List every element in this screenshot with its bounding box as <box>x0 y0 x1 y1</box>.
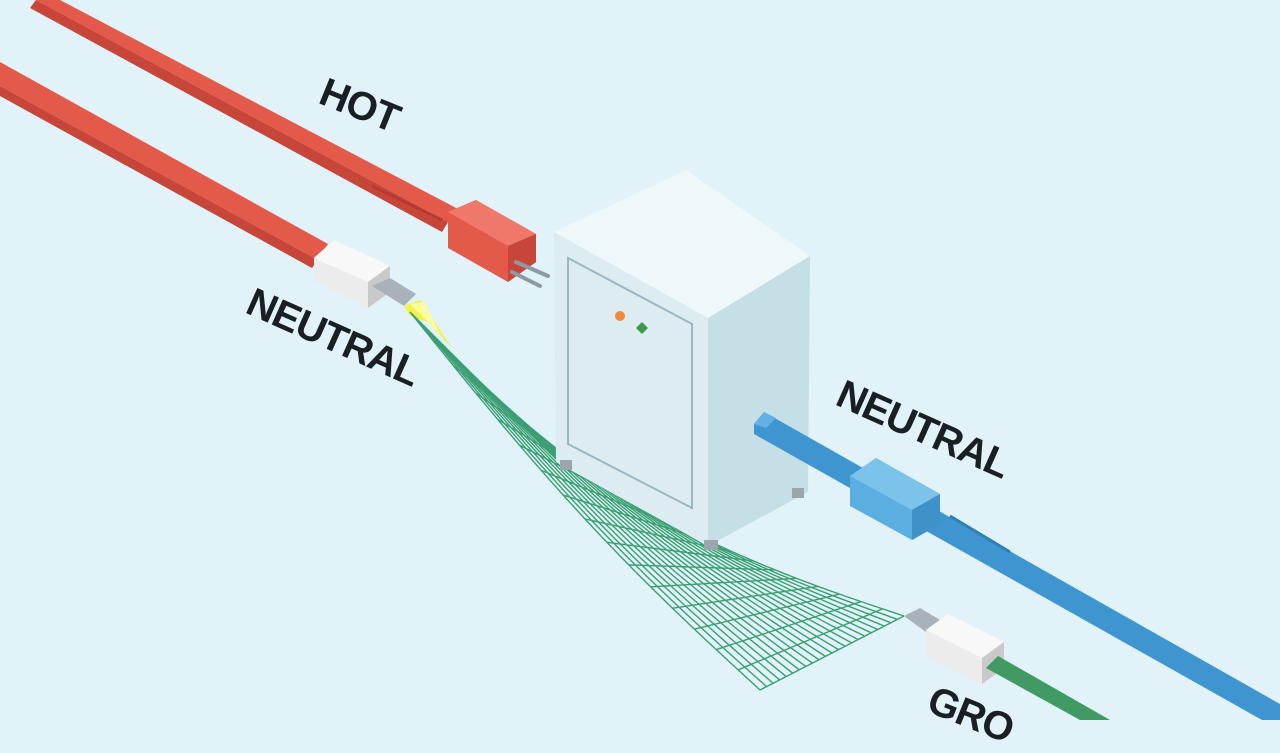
mesh-line <box>650 577 797 588</box>
mesh-line <box>562 494 711 543</box>
ground-wire <box>986 656 1110 720</box>
ground-connector <box>904 608 1004 684</box>
mesh-line <box>737 608 883 671</box>
mesh-line <box>606 541 754 562</box>
mesh-line <box>672 585 819 609</box>
neutral-left-connector <box>314 240 416 308</box>
wiring-diagram <box>0 0 1280 720</box>
neutral-right-connector <box>850 458 940 540</box>
neutral-left-wire <box>0 62 328 268</box>
hot-wire-upper <box>30 0 460 232</box>
mesh-line <box>716 600 862 651</box>
electrical-cabinet <box>554 170 810 550</box>
mesh-line <box>759 615 905 691</box>
spark-icon <box>404 300 452 348</box>
mesh-line <box>628 564 776 571</box>
status-green-icon <box>636 322 648 334</box>
status-orange-icon <box>615 311 625 321</box>
mesh-line <box>694 593 840 630</box>
ground-mesh <box>409 311 905 691</box>
hot-plug <box>448 200 550 288</box>
